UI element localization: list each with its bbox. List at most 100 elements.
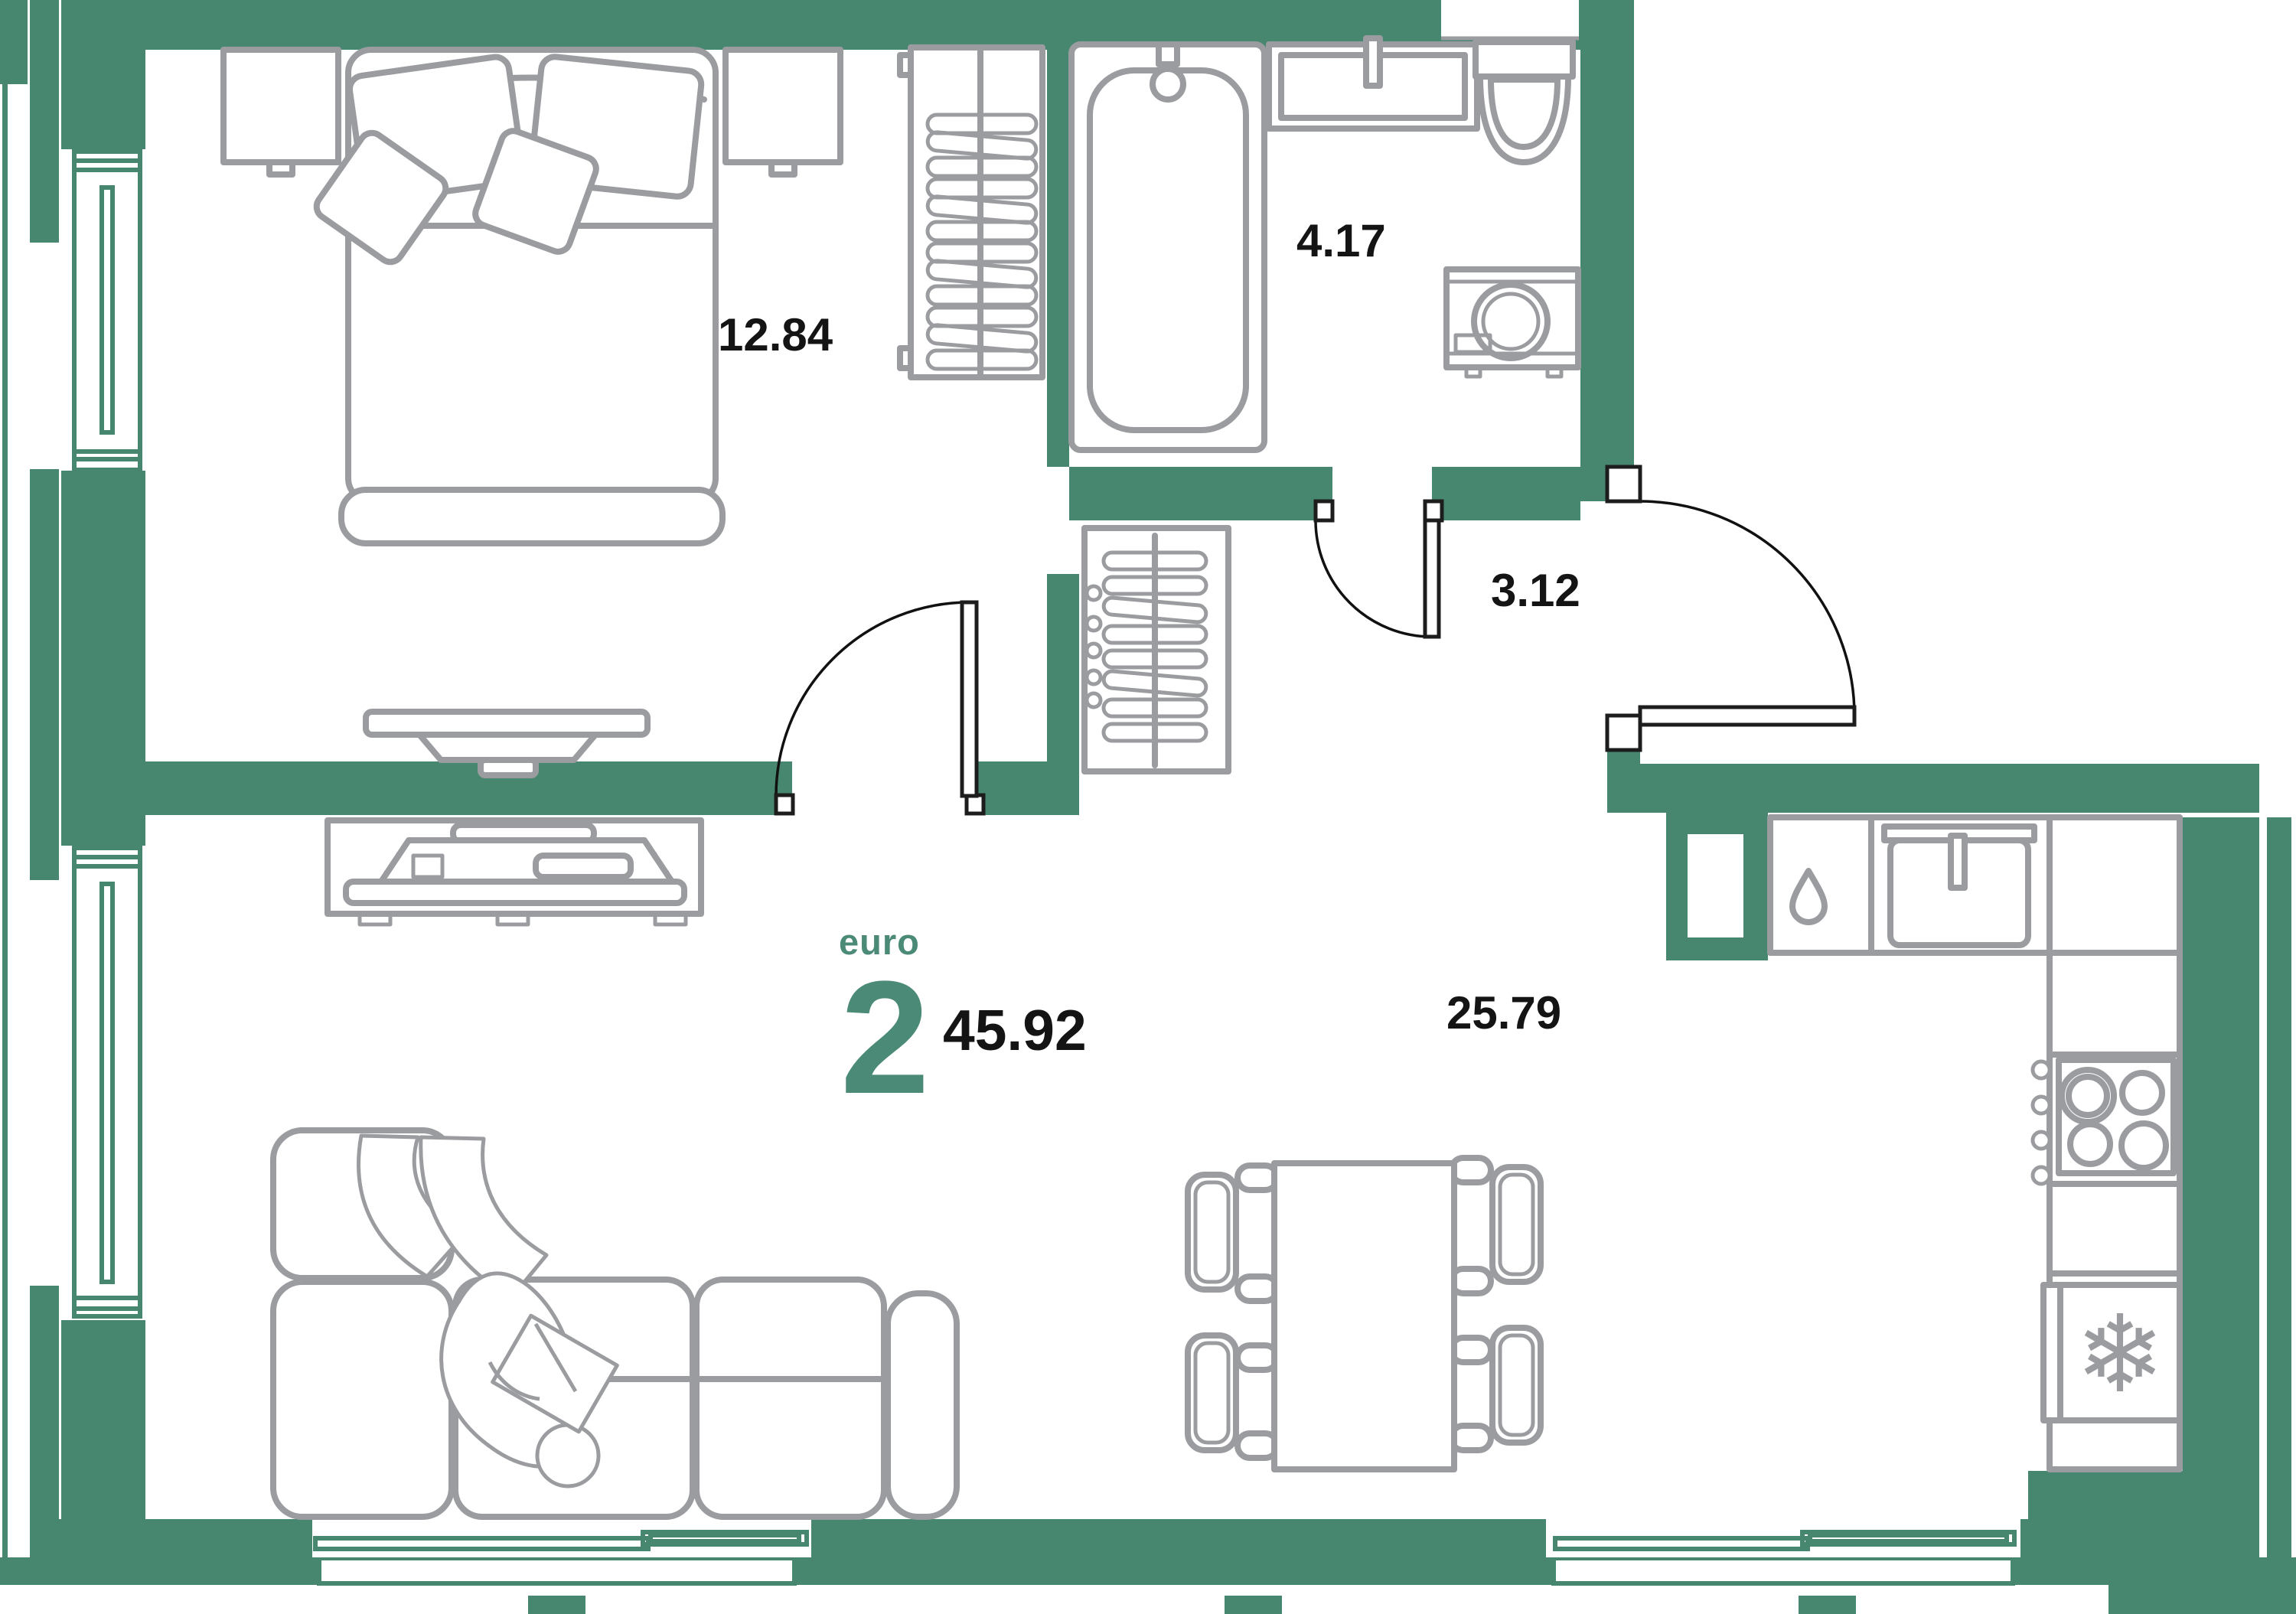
bathtub-basin <box>1087 67 1249 433</box>
sink-tap <box>1948 833 1968 891</box>
hook <box>1084 641 1103 660</box>
hanger-bar <box>1101 595 1208 624</box>
bedroom-door <box>774 600 986 816</box>
person-arm <box>488 1361 540 1401</box>
wall-segment <box>811 1519 1546 1557</box>
washer-drum <box>1471 282 1551 361</box>
hanger-bar <box>925 305 1039 328</box>
hook <box>1084 615 1103 633</box>
toilet-bowl <box>1477 73 1571 165</box>
console-foot <box>357 911 393 927</box>
hanger-bar <box>925 112 1039 135</box>
balcony-tab <box>528 1596 585 1614</box>
chair <box>1185 1332 1239 1453</box>
hanger-bar <box>925 194 1039 225</box>
door-jamb <box>964 793 986 816</box>
unit-type-number: 2 <box>840 947 930 1127</box>
burner <box>2119 1070 2165 1116</box>
wall-segment <box>968 761 1079 815</box>
wall-segment <box>1580 0 1634 501</box>
window-cap <box>72 846 142 869</box>
window-sash <box>99 882 115 1284</box>
snowflake-icon: ❄ <box>2075 1293 2164 1417</box>
door-swing-arc <box>1314 520 1433 638</box>
hook <box>1084 691 1103 709</box>
fridge: ❄ <box>2040 1282 2183 1423</box>
console-detail <box>533 853 634 880</box>
bathroom-sink <box>1266 35 1480 132</box>
person-head <box>535 1423 601 1488</box>
chair-back-line <box>1193 1341 1231 1445</box>
window-sash <box>1808 1533 2009 1544</box>
doors <box>774 465 1857 816</box>
hanger-bar <box>925 155 1039 178</box>
window-cap <box>72 149 142 172</box>
room-area-label-bathroom: 4.17 <box>1296 215 1386 266</box>
window-sash <box>641 1530 809 1547</box>
wardrobe-tab <box>897 345 914 371</box>
room-area-label-bedroom: 12.84 <box>718 309 833 360</box>
window-sash <box>1800 1530 2017 1547</box>
hanger-bar <box>1101 669 1208 698</box>
wall-segment <box>1047 574 1079 765</box>
hook <box>1084 584 1103 602</box>
balcony-tab <box>1799 1596 1856 1614</box>
window-frame <box>72 855 142 1311</box>
hanger-bar <box>1101 648 1208 670</box>
hanger-bar <box>925 241 1039 264</box>
wall-niche <box>1441 0 1579 38</box>
wall-segment <box>1069 467 1332 520</box>
pillow-small <box>313 129 449 266</box>
burner <box>2067 1121 2113 1167</box>
toilet-bowl-inner <box>1488 77 1561 150</box>
hook <box>1084 668 1103 686</box>
balcony-band <box>2013 1557 2296 1585</box>
bedroom <box>220 44 1045 778</box>
toilet <box>1473 39 1576 165</box>
tv-mount <box>478 757 539 778</box>
unit-total-area: 45.92 <box>943 998 1087 1062</box>
tv-bedroom <box>363 709 651 778</box>
vent-shaft-hole <box>1688 834 1743 937</box>
wall-segment <box>1432 467 1580 520</box>
living-room <box>270 817 1544 1520</box>
wall-segment <box>2020 1519 2259 1557</box>
hanger-bar <box>1101 575 1208 596</box>
door-jamb <box>1313 499 1335 523</box>
toilet-tank <box>1473 39 1576 80</box>
hanger-bar <box>925 259 1039 289</box>
person-leg <box>357 1133 466 1279</box>
sofa-seat <box>693 1277 887 1520</box>
hallway-closet <box>1081 525 1231 774</box>
burner <box>2066 1074 2110 1118</box>
door-leaf <box>1638 705 1857 727</box>
balcony-rail <box>1551 1556 2015 1586</box>
tv-console <box>325 817 704 927</box>
wardrobe <box>897 44 1045 380</box>
wall-segment <box>1047 50 1069 467</box>
balcony-tab <box>2108 1585 2296 1614</box>
balcony-outer-line <box>2 84 8 1569</box>
foot-bench <box>338 487 726 546</box>
bathroom-door <box>1313 499 1444 639</box>
washer-drum-inner <box>1481 292 1541 351</box>
window-sash <box>99 185 115 435</box>
chair-back-line <box>1498 1333 1535 1437</box>
door-jamb <box>1605 465 1642 504</box>
stove-knob <box>2030 1165 2052 1186</box>
chair-back-line <box>1498 1172 1535 1277</box>
chair <box>1185 1172 1239 1293</box>
burner <box>2118 1120 2169 1171</box>
unit-type-label: euro <box>839 921 920 962</box>
wall-segment <box>61 761 792 815</box>
hanger-bar <box>925 323 1039 354</box>
dining-set <box>1185 1155 1544 1472</box>
balcony-tab <box>1225 1596 1282 1614</box>
book-spine <box>533 1322 578 1393</box>
console-detail <box>411 853 445 879</box>
balcony-rail <box>30 469 59 880</box>
entry-door <box>1605 465 1857 752</box>
stove-knob <box>2030 1130 2052 1151</box>
balcony-rail <box>317 1556 797 1586</box>
